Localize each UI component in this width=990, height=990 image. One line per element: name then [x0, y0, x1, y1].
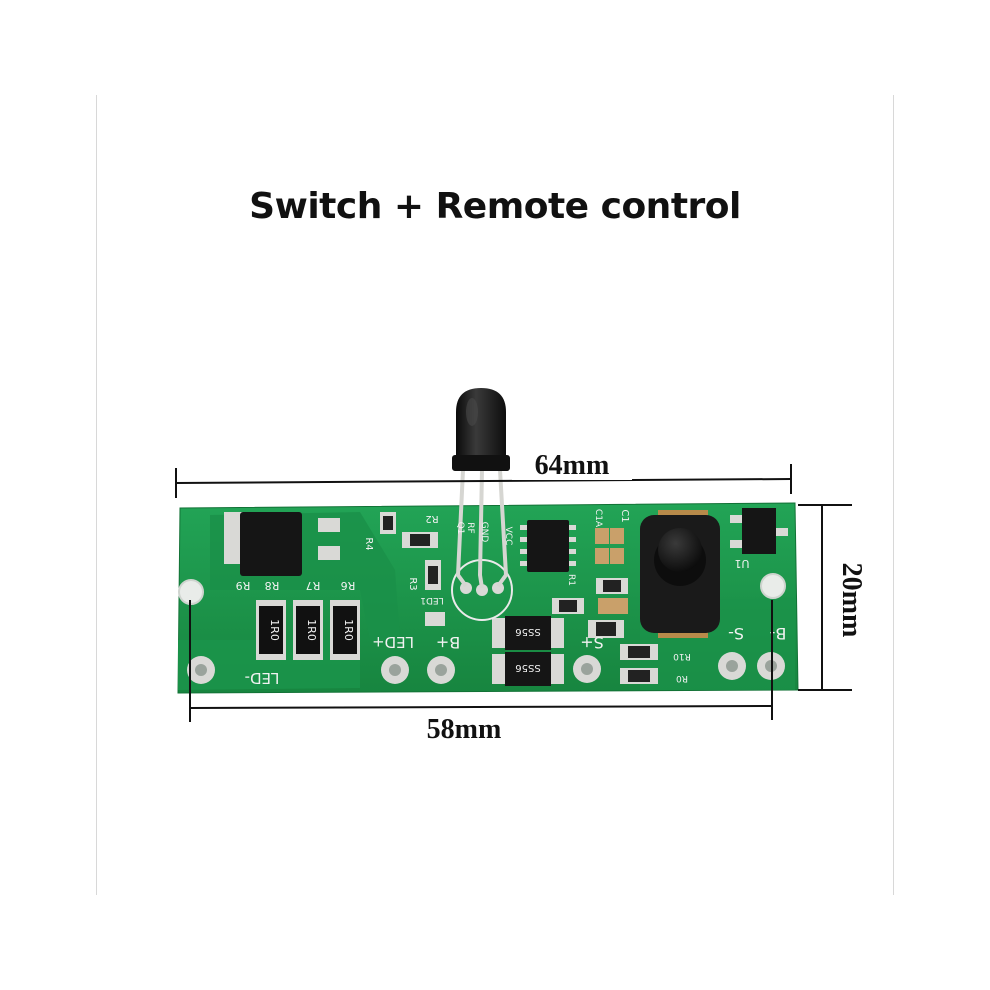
svg-text:1R0: 1R0 [268, 619, 281, 641]
ir-receiver [452, 388, 510, 471]
svg-text:R8: R8 [265, 579, 280, 592]
frame-right-border [893, 95, 894, 895]
svg-text:R1: R1 [566, 574, 576, 586]
svg-text:LED1: LED1 [420, 595, 443, 605]
svg-text:R10: R10 [673, 651, 691, 661]
svg-text:B+: B+ [436, 633, 460, 652]
svg-text:U1: U1 [734, 557, 749, 570]
dimension-length-holes: 58mm [189, 600, 773, 745]
dimension-length-overall: 64mm [175, 448, 792, 498]
dimension-label-58: 58mm [427, 714, 502, 745]
svg-text:B-: B- [770, 624, 787, 643]
svg-text:R6: R6 [341, 579, 356, 592]
ic-chip [520, 520, 576, 572]
svg-text:RF: RF [465, 522, 475, 533]
svg-text:1R0: 1R0 [305, 619, 318, 641]
transistor-u1 [730, 508, 788, 554]
mosfet-component [224, 512, 340, 576]
svg-text:Q1: Q1 [455, 522, 465, 535]
svg-text:LED+: LED+ [372, 633, 414, 651]
svg-text:R9: R9 [236, 579, 251, 592]
smd-components [380, 512, 658, 684]
svg-text:SS56: SS56 [515, 662, 540, 673]
diode-ss56-2: SS56 [492, 652, 564, 686]
svg-text:S+: S+ [580, 633, 604, 652]
svg-text:R0: R0 [676, 673, 688, 683]
silkscreen-labels: LED- LED+ B+ S+ S- B- R9 R8 R7 R6 R4 R2 … [236, 509, 787, 687]
svg-text:VCC: VCC [503, 527, 513, 546]
svg-text:S-: S- [728, 624, 744, 643]
dimension-label-64: 64mm [535, 450, 610, 481]
svg-text:R2: R2 [425, 513, 438, 524]
svg-text:C1A: C1A [593, 509, 603, 528]
svg-text:GND: GND [479, 522, 489, 543]
page-title: Switch + Remote control [249, 186, 741, 227]
dimension-label-20: 20mm [836, 563, 867, 638]
frame-left-border [96, 95, 97, 895]
svg-text:LED-: LED- [245, 669, 280, 687]
svg-text:R4: R4 [363, 537, 374, 550]
svg-text:SS56: SS56 [515, 626, 540, 637]
power-resistor-3: 1R0 [330, 600, 360, 660]
svg-text:R7: R7 [306, 579, 321, 592]
dimension-height: 20mm [798, 504, 867, 691]
power-resistor-1: 1R0 [256, 600, 286, 660]
ir-receiver-leads [451, 469, 513, 621]
diode-ss56-1: SS56 [492, 616, 564, 650]
push-switch [640, 510, 720, 638]
svg-text:1R0: 1R0 [342, 619, 355, 641]
svg-text:C1: C1 [619, 509, 630, 522]
power-resistor-2: 1R0 [293, 600, 323, 660]
mounting-hole-right [760, 573, 786, 599]
svg-text:R3: R3 [407, 577, 418, 590]
